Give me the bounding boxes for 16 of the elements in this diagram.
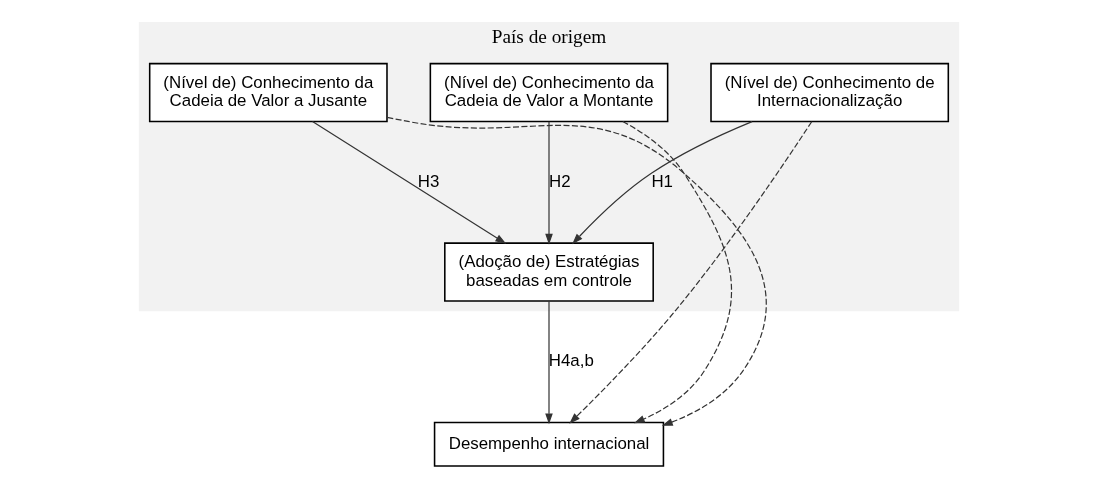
node-box: (Nível de) Conhecimento da Cadeia de Valor a Jusante — [148, 62, 388, 123]
arrow — [544, 121, 553, 245]
arrow — [386, 116, 767, 426]
node-box: (Nível de) Conhecimento da Cadeia de Valor a Montante — [429, 62, 668, 123]
arrow — [544, 300, 553, 425]
arrow — [311, 121, 506, 244]
edge-label: H2 — [548, 171, 571, 191]
edge-label: H1 — [650, 171, 673, 191]
edge-label: H3 — [417, 171, 439, 191]
node-box: Desempenho internacional — [433, 421, 664, 467]
arrow — [571, 121, 753, 245]
arrow — [568, 121, 812, 424]
edge-label: H4a,b — [548, 351, 594, 371]
arrow — [621, 120, 732, 424]
node-box: (Adoção de) Estratégias baseadas em controle — [443, 242, 654, 302]
node-box: (Nível de) Conhecimento de Internacionalização — [709, 62, 949, 123]
